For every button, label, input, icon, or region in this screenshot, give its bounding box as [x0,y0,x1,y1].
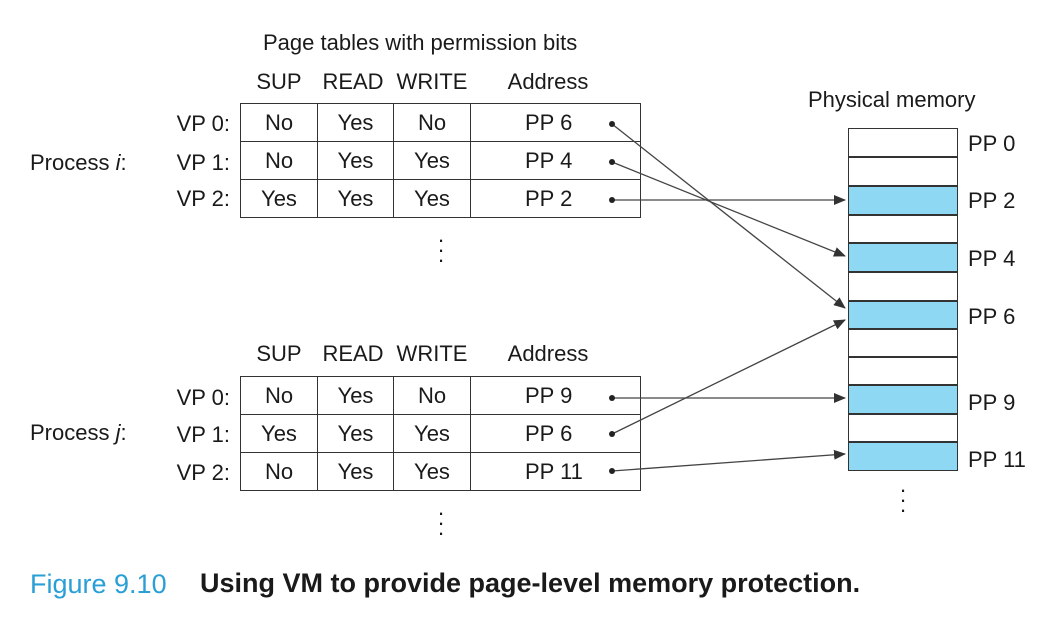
column-header-read: READ [322,69,384,94]
arrow-i-vp0-to-pp6 [611,123,846,309]
memory-slot-pp9 [848,385,958,414]
process-i-var: i [115,150,121,175]
pointer-dot [609,197,615,203]
continuation-dots-memory: ... [899,472,907,517]
pointer-dot [609,121,615,127]
pointer-dot [609,468,615,474]
memory-slot-blank [848,357,958,385]
read-cell: Yes [317,179,394,218]
write-cell: No [393,103,471,142]
memory-slot-blank [848,329,958,357]
process-j-var: j [115,420,121,445]
table-row: Yes Yes Yes PP 6 [240,414,641,453]
pp11-label: PP 11 [968,447,1026,472]
vp1-label-i: VP 1: [176,150,230,175]
read-cell: Yes [317,414,394,453]
write-cell: Yes [393,452,471,491]
arrow-j-vp1-to-pp6 [611,319,846,435]
process-j-prefix: Process [30,420,116,445]
column-header-read: READ [322,341,384,366]
figure-caption: Using VM to provide page-level memory pr… [200,568,861,598]
memory-slot-pp6 [848,301,958,329]
column-header-write: WRITE [396,69,468,94]
read-cell: Yes [317,452,394,491]
physical-memory-title: Physical memory [808,87,976,112]
memory-slot-blank [848,272,958,301]
pp9-label: PP 9 [968,390,1016,415]
pp0-label: PP 0 [968,131,1016,156]
continuation-dots-i: ... [437,222,445,267]
column-header-write: WRITE [396,341,468,366]
sup-cell: No [240,141,318,180]
pointer-dot [609,159,615,165]
continuation-dots-j: ... [437,495,445,540]
page-table-i: No Yes No PP 6 No Yes Yes PP 4 Yes Yes Y… [240,103,641,218]
memory-slot-pp2 [848,186,958,215]
pointer-dot [609,431,615,437]
write-cell: Yes [393,414,471,453]
process-i-suffix: : [120,150,127,175]
figure-number: Figure 9.10 [30,569,167,599]
pp6-label: PP 6 [968,304,1016,329]
sup-cell: Yes [240,414,318,453]
write-cell: No [393,376,471,415]
process-i-prefix: Process [30,150,116,175]
column-header-sup: SUP [256,341,302,366]
sup-cell: No [240,452,318,491]
vp0-label-i: VP 0: [176,111,230,136]
memory-slot-blank [848,157,958,186]
column-header-address: Address [507,69,589,94]
process-j-label: Process j: [30,420,127,446]
vp2-label-i: VP 2: [176,186,230,211]
memory-slot-blank [848,215,958,243]
column-header-address: Address [507,341,589,366]
pointer-dot [609,395,615,401]
page-tables-title: Page tables with permission bits [263,30,578,55]
pp2-label: PP 2 [968,188,1016,213]
memory-slot-pp0 [848,128,958,157]
pp4-label: PP 4 [968,246,1016,271]
process-j-suffix: : [120,420,127,445]
sup-cell: No [240,103,318,142]
vp0-label-j: VP 0: [176,385,230,410]
memory-slot-blank [848,414,958,442]
read-cell: Yes [317,103,394,142]
vp1-label-j: VP 1: [176,422,230,447]
memory-slot-pp11 [848,442,958,471]
arrow-i-vp1-to-pp4 [611,161,846,257]
sup-cell: Yes [240,179,318,218]
read-cell: Yes [317,376,394,415]
write-cell: Yes [393,179,471,218]
vp2-label-j: VP 2: [176,460,230,485]
memory-slot-pp4 [848,243,958,272]
column-header-sup: SUP [256,69,302,94]
arrow-j-vp2-to-pp11 [611,449,846,472]
process-i-label: Process i: [30,150,127,176]
